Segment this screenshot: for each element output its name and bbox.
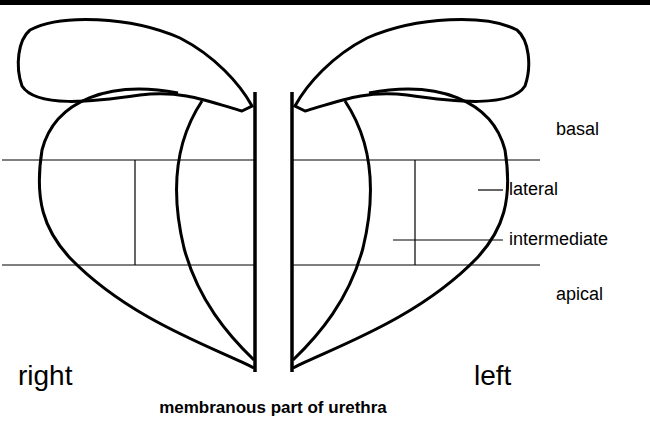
part-name: membranous part of urethra <box>159 398 387 418</box>
side-label: left <box>474 360 511 392</box>
level-line <box>293 264 540 265</box>
zone-level-label: basal <box>556 119 599 140</box>
zone-level-label: apical <box>556 284 603 305</box>
lobe-outline <box>39 89 254 368</box>
urethra-wall <box>253 92 257 372</box>
urethra-wall <box>290 92 294 372</box>
lobe-outline <box>293 89 508 368</box>
side-label: right <box>18 360 72 392</box>
level-line <box>2 264 254 265</box>
division-line <box>134 160 135 265</box>
leader-line <box>393 239 503 240</box>
seminal-vesicle <box>18 20 252 111</box>
division-line <box>414 160 415 265</box>
seminal-vesicle <box>295 20 529 111</box>
zone-boundary <box>177 101 254 360</box>
left-half <box>293 20 540 368</box>
zone-label: lateral <box>509 179 558 200</box>
zone-boundary <box>293 101 370 360</box>
right-half <box>2 20 254 368</box>
level-line <box>2 159 254 160</box>
top-rule <box>0 0 650 5</box>
leader-line <box>478 189 503 190</box>
zone-label: intermediate <box>509 229 608 250</box>
level-line <box>293 159 540 160</box>
